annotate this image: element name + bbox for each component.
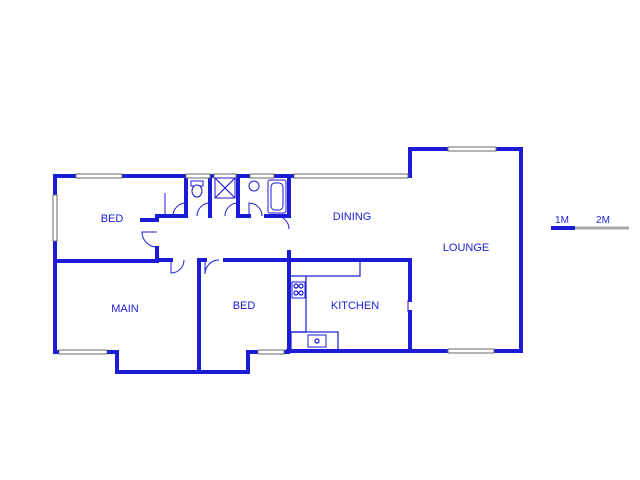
room-label-lounge: LOUNGE <box>443 242 489 254</box>
scale-bar: 1M 2M <box>551 215 629 230</box>
scale-label-1m: 1M <box>555 215 569 226</box>
room-label-dining: DINING <box>333 211 372 223</box>
sink-icon <box>307 334 327 348</box>
interior-walls <box>53 174 412 374</box>
fixtures <box>190 177 361 351</box>
bathtub-icon <box>267 179 287 214</box>
stove-icon <box>291 281 306 299</box>
toilet-icon <box>190 180 204 198</box>
basin-icon <box>248 180 260 192</box>
room-labels: BED DINING LOUNGE MAIN BED KITCHEN <box>101 211 490 315</box>
scale-label-2m: 2M <box>596 215 610 226</box>
room-label-main: MAIN <box>111 303 139 315</box>
shower-icon <box>214 177 236 199</box>
windows <box>52 146 497 355</box>
kitchen-counter <box>290 262 361 351</box>
doors <box>141 193 409 312</box>
room-label-bed: BED <box>233 300 256 312</box>
room-label-bed: BED <box>101 213 124 225</box>
room-label-kitchen: KITCHEN <box>331 300 379 312</box>
